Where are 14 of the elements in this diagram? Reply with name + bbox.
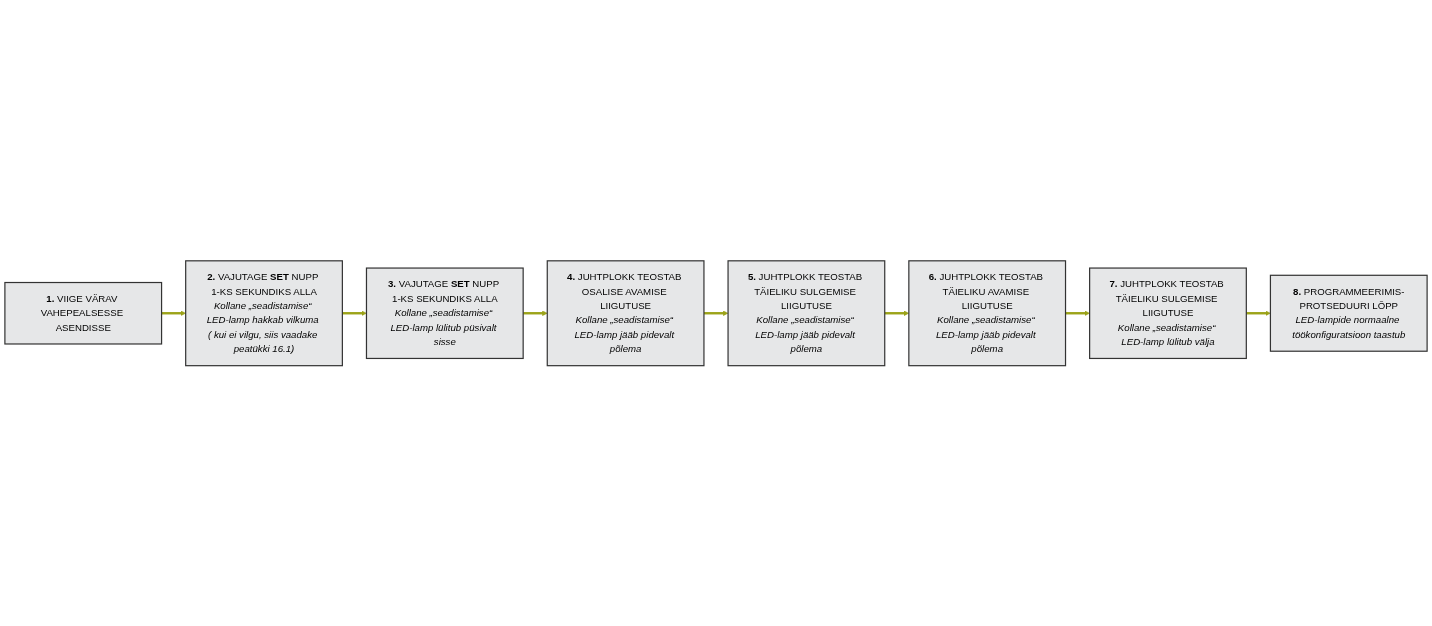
node-box: 4. JUHTPLOKK TEOSTAB OSALISE AVAMISE LIIGUTUSE Kollane „seadistamise“ LED-lamp jääb pidevalt põlema [546,259,705,367]
node-box: 3. VAJUTAGE SET NUPP 1-KS SEKUNDIKS ALLA Kollane „seadistamise“ LED-lamp lülitub püsivalt sisse [365,267,524,359]
node-box: 2. VAJUTAGE SET NUPP 1-KS SEKUNDIKS ALLA Kollane „seadistamise“ LED-lamp hakkab vilkuma ( kui ei vilgu, siis vaadake peatükki 16.1) [185,259,343,367]
arrow [161,310,186,316]
node-box: 8. PROGRAMMEERIMIS-PROTSEDUURI LÕPP LED-lampide normaalne töökonfiguratsioon taastub [1269,274,1428,352]
arrow [703,310,729,316]
node-box: 6. JUHTPLOKK TEOSTAB TÄIELIKU AVAMISE LIIGUTUSE Kollane „seadistamise“ LED-lamp jääb pidevalt põlema [908,259,1067,367]
node-box: 7. JUHTPLOKK TEOSTAB TÄIELIKU SULGEMISE LIIGUTUSE Kollane „seadistamise“ LED-lamp lülitub välja [1089,267,1247,359]
arrow [1065,310,1090,316]
node-box: 1. VIIGE VÄRAV VAHEPEALSESSE ASENDISSE [4,281,163,345]
arrow [342,310,367,316]
arrow [1246,310,1271,316]
arrow [523,310,548,316]
node-box: 5. JUHTPLOKK TEOSTAB TÄIELIKU SULGEMISE LIIGUTUSE Kollane „seadistamise“ LED-lamp jääb pidevalt põlema [727,259,886,367]
